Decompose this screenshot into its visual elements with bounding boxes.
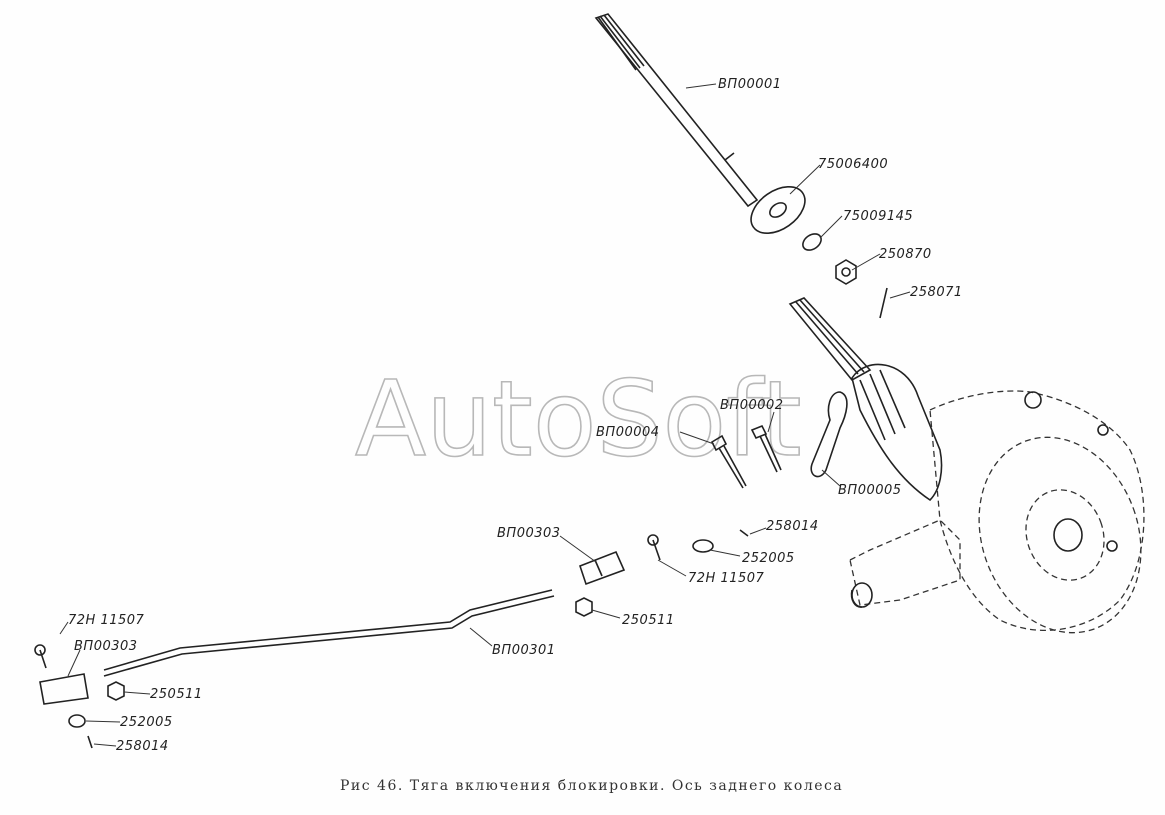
watermark: AutoSoft [355, 358, 802, 480]
label-250870: 250870 [879, 247, 932, 262]
label-vp00004: ВП00004 [596, 425, 660, 440]
bolt-vp00004 [710, 434, 747, 489]
nut-right [575, 597, 593, 617]
label-258014-left: 258014 [116, 739, 169, 754]
cotter-pin-258071 [879, 287, 888, 319]
label-75009145: 75009145 [843, 209, 913, 224]
label-72n11507-right: 72Н 11507 [688, 571, 765, 586]
fork-left [39, 673, 89, 705]
bolt-vp00002 [750, 424, 782, 473]
cotter-pin-left [87, 735, 93, 749]
label-vp00005: ВП00005 [838, 483, 902, 498]
cotter-pin-right [739, 529, 749, 537]
label-75006400: 75006400 [818, 157, 888, 172]
label-258071: 258071 [910, 285, 963, 300]
fork-right [579, 550, 626, 586]
label-vp00303-left: ВП00303 [74, 639, 138, 654]
washer-large [750, 185, 806, 235]
leader-lines [59, 83, 911, 747]
nut-250870 [835, 259, 857, 285]
label-vp00303-right: ВП00303 [497, 526, 561, 541]
pin-right [647, 534, 661, 561]
stub-shaft [788, 297, 943, 502]
label-72n11507-left: 72Н 11507 [68, 613, 145, 628]
washer-left [68, 714, 86, 728]
label-252005-right: 252005 [742, 551, 795, 566]
spring-clip [810, 391, 848, 478]
label-vp00301: ВП00301 [492, 643, 556, 658]
axle-housing [849, 390, 1145, 634]
label-250511-left: 250511 [150, 687, 203, 702]
washer-right [692, 539, 714, 553]
label-vp00002: ВП00002 [720, 398, 784, 413]
axle-shaft [594, 13, 759, 208]
figure-caption: Рис 46. Тяга включения блокировки. Ось з… [340, 778, 843, 794]
nut-left [107, 681, 125, 701]
control-rod [103, 589, 555, 677]
label-252005-left: 252005 [120, 715, 173, 730]
washer-small [802, 233, 822, 251]
label-258014-right: 258014 [766, 519, 819, 534]
label-250511-right: 250511 [622, 613, 675, 628]
pin-left [34, 644, 47, 669]
label-vp00001: ВП00001 [718, 77, 782, 92]
